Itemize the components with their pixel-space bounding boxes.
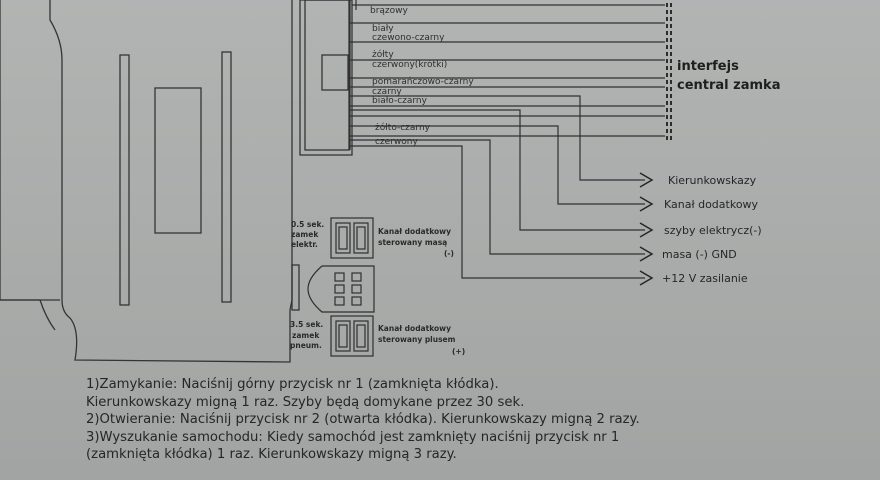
- wire-label: brązowy: [370, 6, 409, 16]
- wire-label: żółto-czarny: [375, 122, 431, 133]
- wire-label: czewono-czarny: [372, 33, 445, 43]
- wire-label: czerwony(krótki): [372, 59, 447, 70]
- interface-label-line2: central zamka: [677, 78, 780, 93]
- instruction-line: (zamknięta kłódka) 1 raz. Kierunkowskazy…: [86, 447, 457, 462]
- interface-label-line1: interfejs: [677, 59, 739, 74]
- connector-bottom-right-line3: (+): [452, 347, 465, 356]
- instruction-line: Kierunkowskazy migną 1 raz. Szyby będą d…: [86, 394, 525, 410]
- wire-label: żółty: [372, 49, 394, 60]
- connector-bottom-left-line2: zamek: [292, 331, 320, 340]
- connector-bottom: [330, 315, 374, 357]
- wire-label: biały: [372, 24, 394, 34]
- connector-bottom-left-line3: pneum.: [290, 341, 322, 350]
- output-arrows: [639, 172, 654, 286]
- connector-bottom-left-line1: 3.5 sek.: [290, 320, 323, 329]
- instruction-line: 3)Wyszukanie samochodu: Kiedy samochód j…: [86, 429, 620, 445]
- connector-bottom-right-line2: sterowany plusem: [378, 335, 456, 344]
- connector-top-left-line1: 0.5 sek.: [291, 220, 324, 229]
- connector-top: [330, 217, 374, 259]
- module-outline: [0, 0, 353, 363]
- connector-top-left-line3: elektr.: [291, 240, 318, 249]
- instructions-text: 1)Zamykanie: Naciśnij górny przycisk nr …: [86, 376, 876, 464]
- pin-connector: [307, 265, 375, 313]
- output-label: szyby elektrycz(-): [664, 224, 762, 237]
- wire-label: pomarańczowo-czarny: [372, 77, 474, 87]
- interface-connector: [666, 3, 672, 140]
- wire-label: czarny: [372, 87, 402, 97]
- connector-top-left-line2: zamek: [291, 230, 319, 239]
- connector-top-right-line2: sterowany masą: [378, 238, 447, 247]
- output-label: masa (-) GND: [662, 248, 737, 261]
- connector-top-right-line1: Kanał dodatkowy: [378, 227, 451, 236]
- wire-harness: [349, 0, 665, 279]
- wire-label: biało-czarny: [372, 96, 428, 106]
- instruction-line: 2)Otwieranie: Naciśnij przycisk nr 2 (ot…: [86, 412, 640, 427]
- connector-top-right-line3: (-): [444, 249, 454, 258]
- instruction-line: 1)Zamykanie: Naciśnij górny przycisk nr …: [86, 377, 499, 392]
- connector-bottom-right-line1: Kanał dodatkowy: [378, 324, 451, 333]
- output-label: Kanał dodatkowy: [664, 198, 759, 211]
- wire-label: czerwony: [375, 137, 418, 147]
- output-label: Kierunkowskazy: [668, 174, 757, 187]
- output-label: +12 V zasilanie: [662, 272, 748, 285]
